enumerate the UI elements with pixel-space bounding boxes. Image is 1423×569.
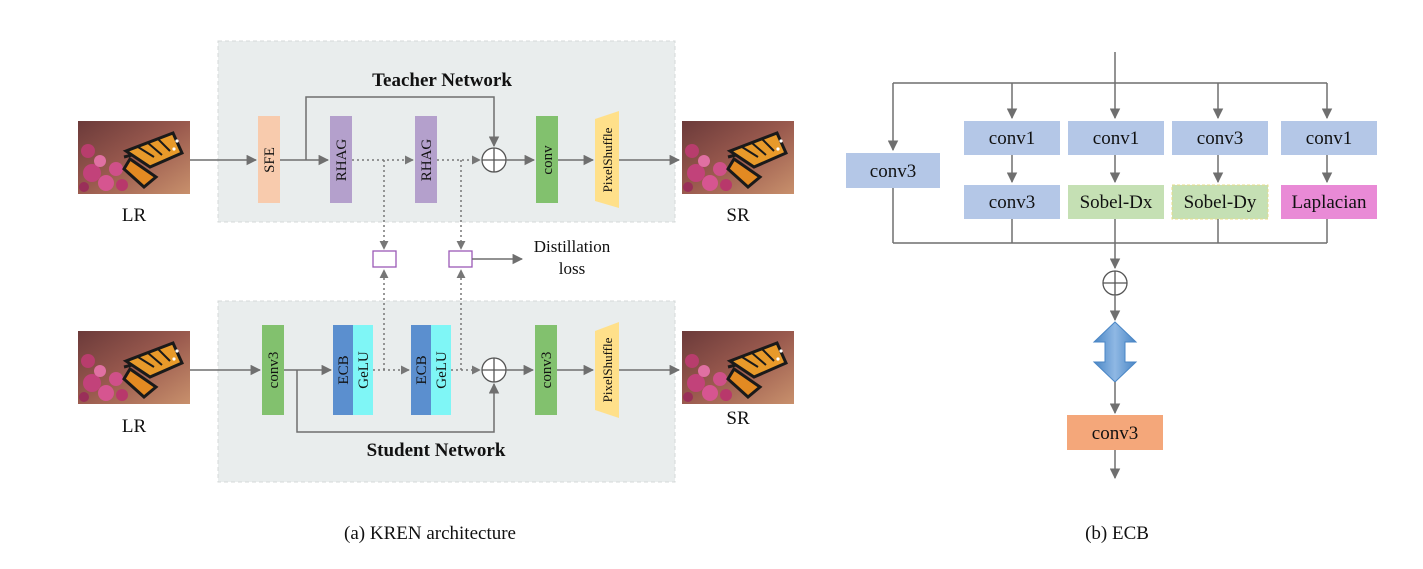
branch1-bottom-label: conv3 [989,192,1035,213]
student-pixelshuffle-block [595,322,619,418]
teacher-conv-label: conv [540,145,556,175]
rhag-block-2 [415,116,437,203]
rhag-label-2: RHAG [419,139,435,182]
branch4-bottom-block [1281,185,1377,219]
reparam-double-arrow-icon [1092,321,1138,383]
branch1-top-label: conv1 [989,128,1035,149]
sfe-label: SFE [262,147,278,173]
student-lr-label: LR [122,416,147,437]
distillation-label: Distillation [534,237,611,256]
ecb-output-conv3-block [1067,415,1163,450]
teacher-lr-image [76,119,192,196]
gelu-label-1: GeLU [356,351,372,389]
teacher-add-cross [482,148,506,172]
student-sr-image [680,329,796,406]
branch4-top-label: conv1 [1306,128,1352,149]
branch3-bottom-label: Sobel-Dy [1184,192,1257,213]
branch3-top-block [1172,121,1268,155]
teacher-pixelshuffle-label: PixelShuffle [600,127,615,192]
ecb-add-cross [1103,271,1127,295]
ecb-block-2 [411,325,431,415]
caption-b: (b) ECB [1085,523,1149,544]
teacher-conv-block [536,116,558,203]
branch2-bottom-label: Sobel-Dx [1080,192,1153,213]
gelu-block-1 [353,325,373,415]
teacher-sr-image [680,119,796,196]
branch1-bottom-block [964,185,1060,219]
teacher-network-title: Teacher Network [372,70,512,91]
branch3-top-label: conv3 [1197,128,1243,149]
teacher-sr-label: SR [726,205,750,226]
loss-label: loss [559,259,585,278]
student-conv3-label-2: conv3 [539,352,555,389]
rhag-block-1 [330,116,352,203]
branch2-top-block [1068,121,1164,155]
student-network-title: Student Network [367,440,506,461]
ecb-left-conv3-label: conv3 [870,161,916,182]
ecb-output-conv3-label: conv3 [1092,423,1138,444]
gelu-block-2 [431,325,451,415]
caption-a: (a) KREN architecture [344,523,516,544]
teacher-skip-connection [305,96,500,160]
branch4-top-block [1281,121,1377,155]
teacher-lr-label: LR [122,205,147,226]
student-lr-image [76,329,192,406]
ecb-block-1 [333,325,353,415]
rhag-label-1: RHAG [334,139,350,182]
student-conv3-block-2 [535,325,557,415]
branch1-top-block [964,121,1060,155]
ecb-left-conv3-block [846,153,940,188]
branch2-bottom-block [1068,185,1164,219]
teacher-pixelshuffle-block [595,111,619,208]
student-skip-connection [296,370,500,433]
loss-box-1 [372,250,397,268]
student-conv3-label-1: conv3 [266,352,282,389]
student-pixelshuffle-label: PixelShuffle [600,337,615,402]
ecb-label-2: ECB [414,355,430,384]
sfe-block [258,116,280,203]
student-conv3-block-1 [262,325,284,415]
loss-box-2 [448,250,473,268]
branch2-top-label: conv1 [1093,128,1139,149]
gelu-label-2: GeLU [434,351,450,389]
student-sr-label: SR [726,408,750,429]
student-add-cross [482,358,506,382]
branch4-bottom-label: Laplacian [1292,192,1367,213]
branch3-bottom-block [1171,184,1269,220]
ecb-label-1: ECB [336,355,352,384]
